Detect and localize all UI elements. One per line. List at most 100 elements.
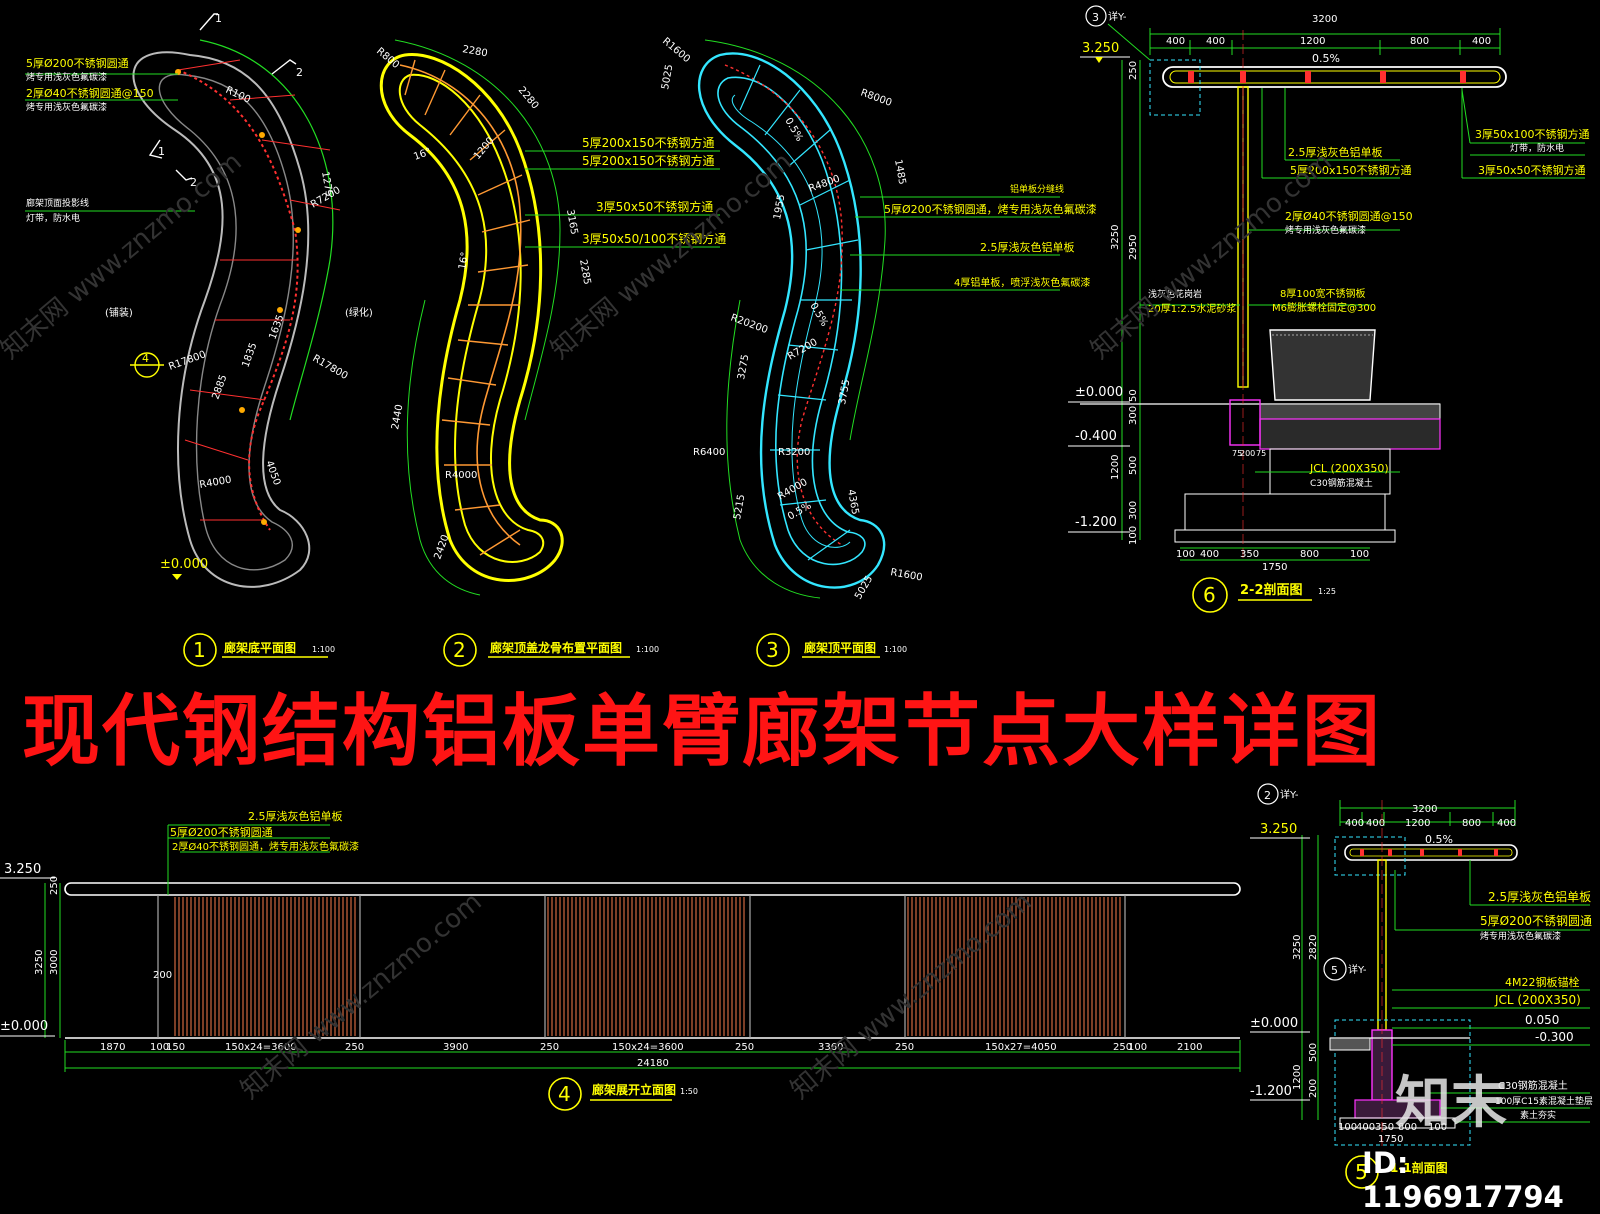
svg-text:250: 250: [735, 1042, 754, 1053]
svg-text:400: 400: [1345, 818, 1364, 829]
svg-text:5025: 5025: [660, 64, 675, 91]
svg-text:烤专用浅灰色氟碳漆: 烤专用浅灰色氟碳漆: [1285, 224, 1366, 236]
svg-text:200: 200: [153, 970, 172, 981]
v2-title: 2 廊架顶盖龙骨布置平面图 1:100: [443, 633, 659, 667]
svg-text:详Y-: 详Y-: [1108, 10, 1127, 23]
svg-text:150x24=3600: 150x24=3600: [225, 1042, 297, 1053]
svg-text:800: 800: [1410, 36, 1429, 47]
svg-text:1200: 1200: [1405, 818, 1430, 829]
view-6-section-2-2: 3200 400 400 1200 800 400 0.5%: [1068, 5, 1590, 613]
v4-side-dims: 250 3250 3000 200: [34, 876, 172, 981]
v5-index-tag-mid: 5 详Y-: [1323, 957, 1367, 981]
svg-text:5厚Ø200不锈钢圆通，烤专用浅灰色氟碳漆: 5厚Ø200不锈钢圆通，烤专用浅灰色氟碳漆: [884, 202, 1097, 216]
v4-slat-panel-3: [907, 897, 1121, 1036]
svg-text:200: 200: [1240, 449, 1255, 458]
svg-text:5厚Ø200不锈钢圆通: 5厚Ø200不锈钢圆通: [1480, 914, 1592, 928]
v5-level-marks: [1250, 837, 1310, 1101]
view-5-section-1-1: 3200 400 400 1200 800 400 0.5%: [1250, 783, 1593, 1189]
svg-text:400: 400: [1166, 36, 1185, 47]
v6-side-dims: 250 3250 2950 300 50 500 1200 100 300: [1110, 61, 1139, 545]
v6-top-dims: 3200 400 400 1200 800 400: [1166, 14, 1491, 47]
v5-roof-panel: [1344, 844, 1518, 861]
svg-text:400: 400: [1200, 549, 1219, 560]
image-id-label: ID: 1196917794: [1362, 1146, 1564, 1214]
svg-text:2厚Ø40不锈钢圆通，烤专用浅灰色氟碳漆: 2厚Ø40不锈钢圆通，烤专用浅灰色氟碳漆: [172, 840, 359, 853]
v3-inner2-cyan: [731, 94, 851, 548]
svg-text:3.250: 3.250: [4, 862, 41, 877]
svg-text:3200: 3200: [1412, 804, 1437, 815]
svg-text:3755: 3755: [837, 379, 852, 406]
v5-top-dims: 3200 400 400 1200 800 400: [1345, 804, 1516, 829]
svg-text:800: 800: [1398, 1122, 1417, 1133]
v4-dim-lines: [44, 824, 1241, 1072]
svg-text:4: 4: [142, 352, 149, 365]
svg-text:250: 250: [49, 876, 60, 895]
svg-text:廊架底平面图: 廊架底平面图: [224, 640, 296, 655]
svg-text:3275: 3275: [736, 354, 751, 381]
svg-text:2280: 2280: [461, 44, 488, 59]
v4-posts: [157, 895, 1126, 1038]
svg-text:4M22钢板锚栓: 4M22钢板锚栓: [1505, 975, 1580, 989]
v6-levels: 3.250 ±0.000 -0.400 -1.200: [1075, 41, 1123, 530]
svg-text:250: 250: [540, 1042, 559, 1053]
svg-text:150x24=3600: 150x24=3600: [612, 1042, 684, 1053]
svg-text:250: 250: [895, 1042, 914, 1053]
svg-text:100: 100: [1176, 549, 1195, 560]
svg-text:1750: 1750: [1378, 1134, 1403, 1145]
svg-text:2.5厚浅灰色铝单板: 2.5厚浅灰色铝单板: [1288, 145, 1383, 159]
svg-text:-0.300: -0.300: [1535, 1030, 1574, 1044]
v5-levels: 3.250 ±0.000 -1.200: [1250, 822, 1298, 1099]
svg-text:R3200: R3200: [778, 447, 810, 458]
v6-notes: 3厚50x100不锈钢方通 灯带，防水电 3厚50x50不锈钢方通 2.5厚浅灰…: [1148, 127, 1590, 489]
v2-dim-arc-left: [406, 299, 481, 596]
v3-dim-arc-left: [726, 299, 821, 599]
svg-text:1: 1: [215, 12, 222, 25]
v1-outer-outline: [132, 51, 311, 588]
svg-text:1275: 1275: [319, 171, 334, 198]
svg-text:JCL (200X350): JCL (200X350): [1309, 462, 1389, 475]
svg-text:灯带，防水电: 灯带，防水电: [1510, 142, 1564, 154]
svg-text:R4000: R4000: [445, 470, 477, 481]
v1-inner-outline: [158, 73, 294, 571]
v5-dim-lines: [1301, 800, 1516, 1120]
v2-mid-orange: [399, 64, 522, 546]
svg-text:400: 400: [1497, 818, 1516, 829]
svg-text:250: 250: [1128, 61, 1139, 80]
svg-text:(绿化): (绿化): [345, 306, 373, 319]
v4-bottom-dims: 1870 100 150 150x24=3600 250 3900 250 15…: [100, 1042, 1202, 1069]
svg-text:350: 350: [1240, 549, 1259, 560]
v1-section-marks: [148, 13, 297, 181]
svg-text:100: 100: [1428, 1122, 1447, 1133]
svg-text:5215: 5215: [732, 494, 747, 521]
svg-text:(铺装): (铺装): [105, 306, 133, 319]
v6-planter: [1269, 329, 1376, 401]
svg-text:3250: 3250: [1292, 935, 1303, 960]
svg-text:300: 300: [1128, 501, 1139, 520]
svg-text:2厚Ø40不锈钢圆通@150: 2厚Ø40不锈钢圆通@150: [1285, 210, 1413, 223]
svg-text:75: 75: [1256, 449, 1266, 458]
svg-text:250: 250: [345, 1042, 364, 1053]
svg-text:400: 400: [1206, 36, 1225, 47]
svg-text:5厚200x150不锈钢方通: 5厚200x150不锈钢方通: [1290, 163, 1412, 177]
svg-text:2: 2: [453, 638, 466, 662]
svg-text:350: 350: [1375, 1122, 1394, 1133]
svg-text:-1.200: -1.200: [1075, 515, 1117, 530]
svg-text:1955: 1955: [772, 194, 787, 221]
drawing-title-banner: 现代钢结构铝板单臂廊架节点大样详图: [22, 687, 1383, 777]
svg-text:2-2剖面图: 2-2剖面图: [1240, 582, 1303, 598]
v3-leaders: [840, 196, 1060, 291]
svg-text:廊架展开立面图: 廊架展开立面图: [592, 1082, 676, 1097]
svg-text:3厚50x50不锈钢方通: 3厚50x50不锈钢方通: [1478, 163, 1586, 177]
svg-text:2.5厚浅灰色铝单板: 2.5厚浅灰色铝单板: [980, 240, 1075, 254]
znzmo-logo: 知末: [1395, 1071, 1507, 1136]
v4-roof-beam: [64, 882, 1241, 896]
svg-text:3250: 3250: [1110, 225, 1121, 250]
v5-index-tag-top: 2 详Y-: [1257, 783, 1299, 805]
v1-leaders: [25, 73, 195, 212]
v6-level-marks: [1068, 56, 1130, 533]
v3-panel-joints: [739, 64, 859, 561]
v1-notes: 5厚Ø200不锈钢圆通 烤专用浅灰色氟碳漆 2厚Ø40不锈钢圆通@150 烤专用…: [26, 57, 154, 224]
svg-text:浅灰色花岗岩: 浅灰色花岗岩: [1148, 288, 1202, 300]
svg-text:1-1剖面图: 1-1剖面图: [1390, 1160, 1448, 1175]
v2-notes: 5厚200x150不锈钢方通 5厚200x150不锈钢方通 3厚50x50不锈钢…: [582, 135, 726, 246]
